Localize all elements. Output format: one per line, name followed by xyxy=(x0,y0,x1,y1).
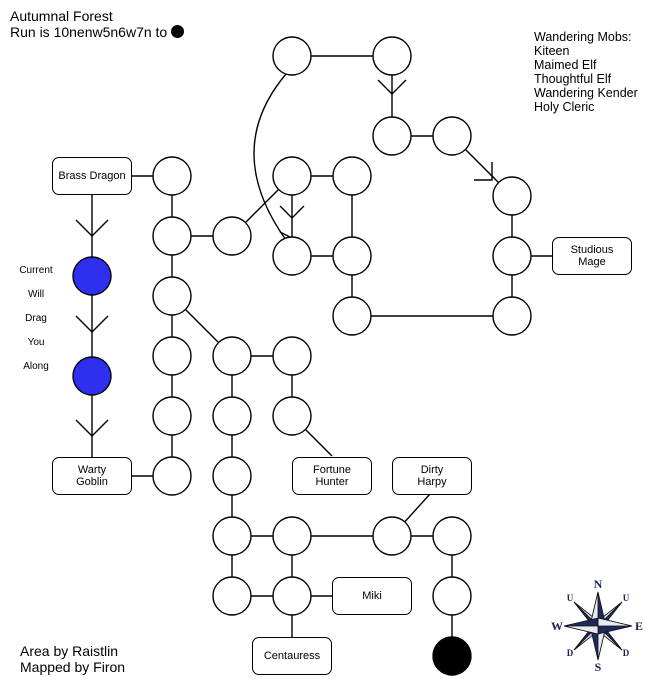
direction-arrows xyxy=(75,79,493,437)
room-node xyxy=(492,236,532,276)
wandering-mob-item: Kiteen xyxy=(534,44,570,58)
current-room-node xyxy=(72,356,112,396)
room-node xyxy=(432,516,472,556)
wandering-mob-item: Thoughtful Elf xyxy=(534,72,612,86)
compass-south-label: S xyxy=(595,660,602,674)
wandering-mobs-heading: Wandering Mobs: xyxy=(534,30,632,44)
room-node xyxy=(332,236,372,276)
room-node xyxy=(272,516,312,556)
side-note-word: Along xyxy=(23,361,49,372)
compass-west-point xyxy=(563,625,599,635)
mob-label: Miki xyxy=(362,590,382,602)
mob-label: Centauress xyxy=(263,650,321,662)
room-node xyxy=(152,156,192,196)
room-node xyxy=(152,396,192,436)
compass-down-label: D xyxy=(623,648,630,658)
room-node xyxy=(152,216,192,256)
mob-box-fortune-hunter: Fortune Hunter xyxy=(292,457,372,495)
compass-east-point xyxy=(597,617,633,627)
mob-box-centauress: Centauress xyxy=(252,637,332,675)
mob-box-studious-mage: Studious Mage xyxy=(552,237,632,275)
room-node xyxy=(332,296,372,336)
side-note-word: Drag xyxy=(25,313,47,324)
room-node xyxy=(272,576,312,616)
mob-box-dirty-harpy: Dirty Harpy xyxy=(392,457,472,495)
compass-east-label: E xyxy=(635,619,643,633)
room-node xyxy=(212,216,252,256)
room-node xyxy=(212,396,252,436)
room-node xyxy=(272,336,312,376)
room-node xyxy=(212,336,252,376)
side-note-word: Will xyxy=(27,289,45,300)
run-directions-text: Run is 10nenw5n6w7n to xyxy=(10,24,168,40)
destination-marker-icon xyxy=(171,25,185,38)
compass-up-label: U xyxy=(623,593,630,603)
room-node xyxy=(212,516,252,556)
area-title: Autumnal Forest xyxy=(10,8,113,24)
side-note-word: You xyxy=(27,337,45,348)
room-node xyxy=(372,516,412,556)
run-directions: Run is 10nenw5n6w7n to xyxy=(10,24,185,40)
room-nodes xyxy=(72,36,532,676)
wandering-mob-item: Holy Cleric xyxy=(534,100,595,114)
compass-rose: N S E W U U D D xyxy=(551,577,643,674)
mob-label: Warty Goblin xyxy=(76,464,108,488)
current-room-node xyxy=(72,256,112,296)
compass-up-label: U xyxy=(567,593,574,603)
room-node xyxy=(212,456,252,496)
wandering-mob-item: Maimed Elf xyxy=(534,58,597,72)
room-node xyxy=(272,396,312,436)
wandering-mob-item: Wandering Kender xyxy=(534,86,638,100)
mob-box-miki: Miki xyxy=(332,577,412,615)
mob-box-brass-dragon: Brass Dragon xyxy=(52,157,132,195)
room-node xyxy=(272,36,312,76)
room-node xyxy=(492,176,532,216)
room-node xyxy=(432,576,472,616)
compass-down-label: D xyxy=(567,648,574,658)
mob-box-warty-goblin: Warty Goblin xyxy=(52,457,132,495)
mob-label: Fortune Hunter xyxy=(313,464,351,488)
room-node xyxy=(212,576,252,616)
compass-north-label: N xyxy=(594,577,603,591)
room-node xyxy=(332,156,372,196)
room-node xyxy=(272,156,312,196)
room-node xyxy=(152,336,192,376)
destination-room-node xyxy=(432,636,472,676)
room-node xyxy=(152,276,192,316)
mob-label: Studious Mage xyxy=(570,244,614,268)
area-author-credit: Area by Raistlin xyxy=(20,643,119,659)
room-node xyxy=(152,456,192,496)
mob-label: Dirty Harpy xyxy=(417,464,447,488)
room-node xyxy=(432,116,472,156)
mapper-credit: Mapped by Firon xyxy=(20,659,126,675)
room-node xyxy=(272,236,312,276)
room-node xyxy=(372,116,412,156)
compass-west-label: W xyxy=(551,619,563,633)
room-node xyxy=(492,296,532,336)
room-node xyxy=(372,36,412,76)
side-note-word: Current xyxy=(19,265,53,276)
mob-label: Brass Dragon xyxy=(58,170,126,182)
